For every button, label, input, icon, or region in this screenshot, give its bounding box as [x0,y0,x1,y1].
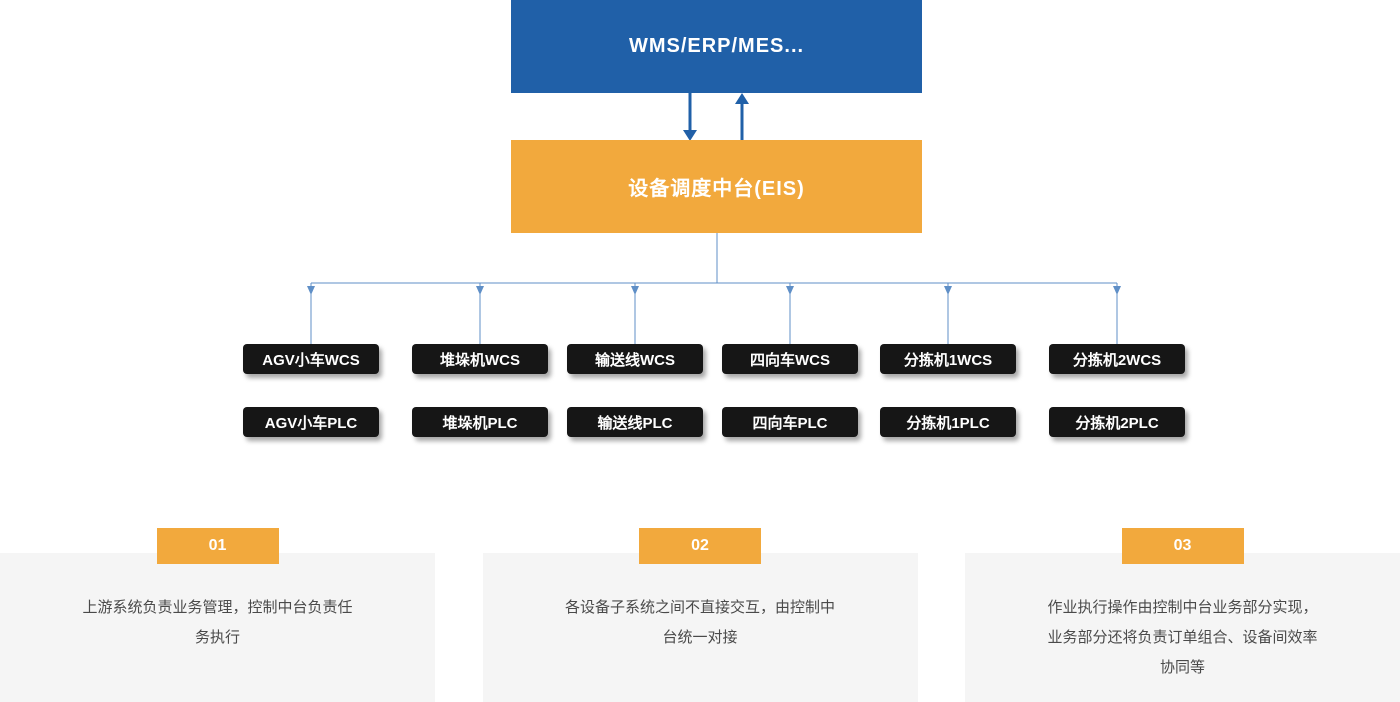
notes-section: 01 上游系统负责业务管理，控制中台负责任务执行 02 各设备子系统之间不直接交… [0,528,1400,702]
wcs-box-shuttle: 四向车WCS [722,344,858,374]
plc-box-agv: AGV小车PLC [243,407,379,437]
eis-label: 设备调度中台(EIS) [628,178,805,200]
top-system-label: WMS/ERP/MES... [628,35,805,57]
wcs-box-agv: AGV小车WCS [243,344,379,374]
note-card-03: 03 作业执行操作由控制中台业务部分实现，业务部分还将负责订单组合、设备间效率协… [965,528,1400,702]
plc-box-stacker: 堆垛机PLC [412,407,548,437]
plc-box-sorter2: 分拣机2PLC [1049,407,1185,437]
plc-box-sorter1: 分拣机1PLC [880,407,1016,437]
wcs-box-sorter1: 分拣机1WCS [880,344,1016,374]
top-system-box: WMS/ERP/MES... [511,0,922,93]
note-text-01: 上游系统负责业务管理，控制中台负责任务执行 [82,599,353,646]
plc-box-shuttle: 四向车PLC [722,407,858,437]
plc-box-conveyor: 输送线PLC [567,407,703,437]
wcs-box-sorter2: 分拣机2WCS [1049,344,1185,374]
wcs-box-stacker: 堆垛机WCS [412,344,548,374]
note-card-01: 01 上游系统负责业务管理，控制中台负责任务执行 [0,528,435,702]
top-to-eis-arrows [683,93,749,141]
eis-to-subsystems-tree [307,233,1121,344]
note-number-badge-01: 01 [156,528,279,564]
eis-box: 设备调度中台(EIS) [511,140,922,233]
note-card-02: 02 各设备子系统之间不直接交互，由控制中台统一对接 [482,528,918,702]
note-text-03: 作业执行操作由控制中台业务部分实现，业务部分还将负责订单组合、设备间效率协同等 [1047,599,1318,676]
note-number-badge-02: 02 [639,528,761,564]
note-number-badge-03: 03 [1121,528,1244,564]
note-text-02: 各设备子系统之间不直接交互，由控制中台统一对接 [564,599,835,646]
wcs-box-conveyor: 输送线WCS [567,344,703,374]
